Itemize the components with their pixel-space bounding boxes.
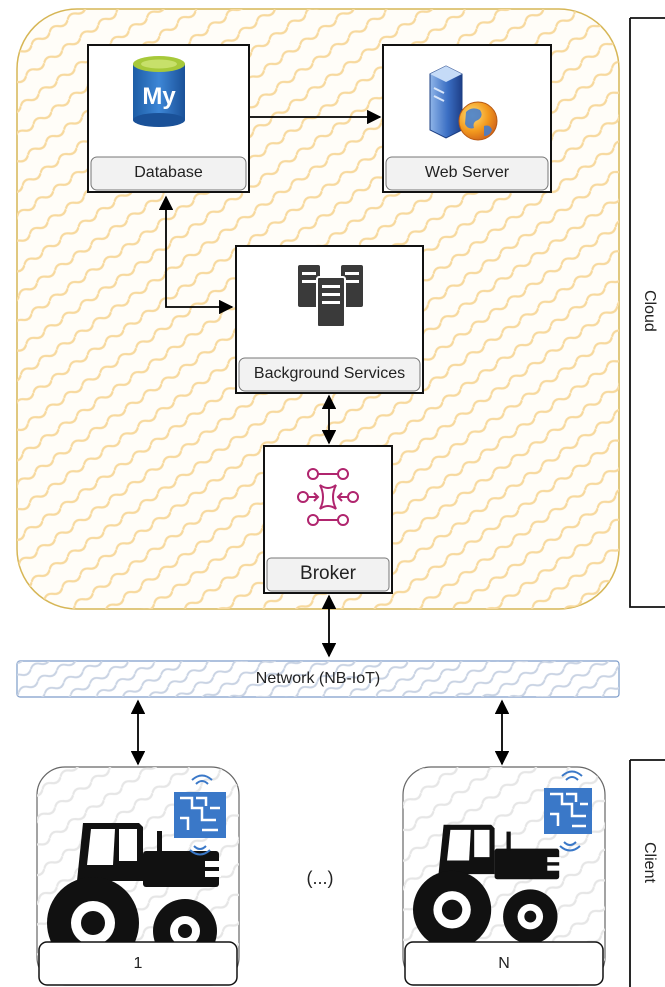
client-ellipsis: (...) [306, 868, 334, 888]
mysql-database-icon: My [133, 56, 185, 127]
web-server-label: Web Server [424, 164, 510, 181]
background-services-label: Background Services [253, 365, 406, 382]
svg-text:My: My [142, 83, 176, 110]
server-rack-icon [298, 265, 363, 328]
cloud-bracket [629, 17, 665, 608]
client-section-label: Client [641, 842, 658, 883]
cloud-section-label: Cloud [641, 290, 658, 332]
connectors [130, 109, 510, 766]
broker-label: Broker [300, 563, 356, 584]
database-label: Database [134, 164, 203, 181]
iot-chip-icon [174, 774, 226, 856]
network-label: Network (NB-IoT) [255, 670, 381, 687]
device-1-label: 1 [133, 955, 143, 972]
db-to-services-arrow [158, 195, 234, 315]
iot-chip-icon [544, 770, 592, 852]
client-bracket [629, 759, 665, 987]
tractor-icon [413, 824, 561, 949]
web-server-icon [429, 65, 498, 141]
message-broker-icon [297, 468, 359, 526]
device-n-label: N [498, 955, 510, 972]
